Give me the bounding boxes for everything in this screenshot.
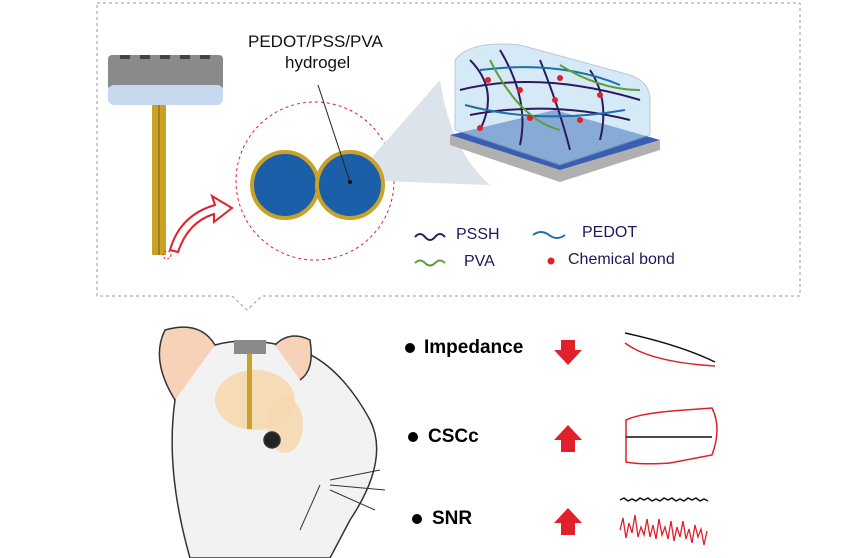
impedance-graph bbox=[624, 332, 716, 367]
legend-pedot: PEDOT bbox=[582, 224, 638, 241]
electrode-tip-highlight bbox=[162, 250, 172, 260]
legend-pva: PVA bbox=[464, 253, 495, 270]
hydrogel-sphere bbox=[250, 150, 320, 220]
arrow-up-icon bbox=[554, 508, 582, 535]
legend-pssh-swatch bbox=[414, 233, 446, 241]
property-impedance: Impedance bbox=[424, 337, 524, 358]
hydrogel-network-block bbox=[450, 43, 660, 182]
legend-chemical-bond: Chemical bond bbox=[568, 251, 675, 268]
zoom-cone bbox=[352, 80, 490, 185]
legend-pssh: PSSH bbox=[456, 226, 500, 243]
legend-bond-swatch bbox=[547, 257, 555, 265]
hydrogel-sphere bbox=[315, 150, 385, 220]
legend-pva-swatch bbox=[414, 259, 446, 267]
electrode-icon bbox=[108, 55, 223, 255]
zoom-arrow-icon bbox=[168, 193, 234, 254]
implanted-electrode bbox=[234, 340, 266, 354]
arrow-down-icon bbox=[554, 340, 582, 365]
hydrogel-label: PEDOT/PSS/PVA bbox=[248, 32, 383, 51]
snr-graph bbox=[619, 497, 709, 546]
arrow-up-icon bbox=[554, 425, 582, 452]
mouse-illustration bbox=[158, 326, 386, 558]
cv-graph bbox=[625, 407, 718, 465]
property-cscc: CSCc bbox=[428, 426, 479, 447]
label-pointer bbox=[317, 84, 351, 183]
property-snr: SNR bbox=[432, 508, 473, 529]
hydrogel-label-line2: hydrogel bbox=[285, 53, 351, 72]
callout-box bbox=[96, 2, 801, 311]
legend-pedot-swatch bbox=[532, 231, 566, 239]
